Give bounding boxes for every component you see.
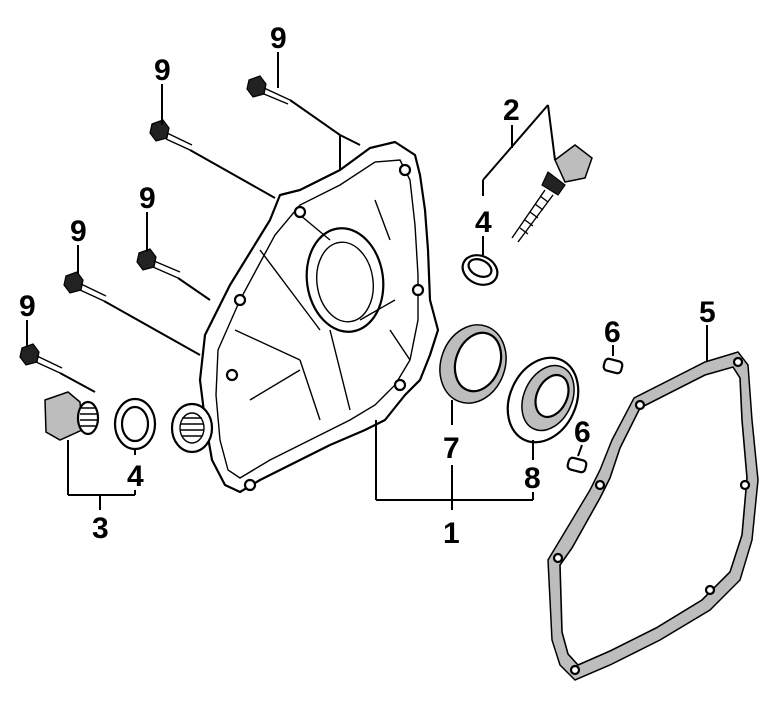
dowel-pin-bottom (566, 456, 588, 474)
callout-bolt-d: 9 (70, 215, 87, 248)
callout-cover: 1 (443, 517, 460, 550)
callout-bolt-a: 9 (270, 22, 287, 55)
callout-dowel-bottom: 6 (574, 416, 591, 449)
drain-washer (113, 397, 157, 451)
callout-bearing: 8 (524, 462, 541, 495)
callout-bolt-b: 9 (154, 54, 171, 87)
callout-oil-seal: 7 (443, 432, 460, 465)
callout-drain-washer: 4 (127, 460, 144, 493)
oil-seal (439, 324, 507, 404)
bolt-4 (63, 271, 107, 302)
callout-dipstick: 2 (503, 94, 520, 127)
dowel-pin-top (602, 357, 624, 375)
callout-dowel-top: 6 (604, 316, 621, 349)
callout-dipstick-washer: 4 (475, 206, 492, 239)
dipstick-washer (461, 254, 499, 286)
dipstick (511, 144, 593, 243)
callout-drain-plug: 3 (92, 512, 109, 545)
bearing (506, 356, 580, 444)
gasket (547, 351, 759, 681)
callout-bolt-c: 9 (139, 182, 156, 215)
bolt-1 (246, 75, 291, 105)
bolt-5 (19, 343, 63, 374)
bolt-2 (149, 119, 193, 151)
callout-bolt-e: 9 (19, 290, 36, 323)
bolt-3 (136, 248, 181, 279)
crankcase-cover (170, 140, 440, 494)
drain-plug (44, 391, 100, 441)
callout-gasket: 5 (699, 296, 716, 329)
